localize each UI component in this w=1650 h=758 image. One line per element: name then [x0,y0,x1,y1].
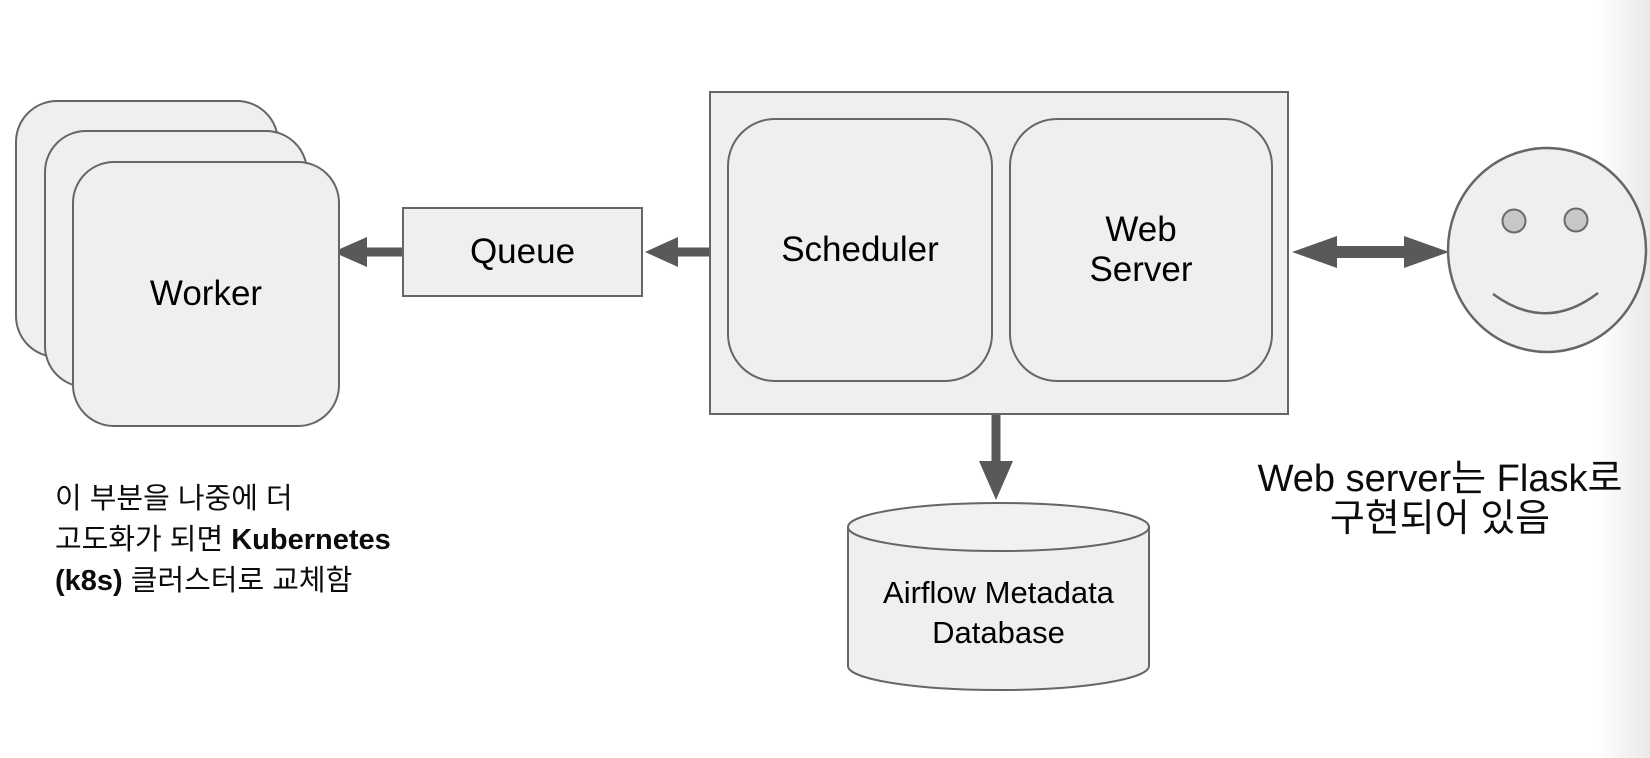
annotation-line3-bold: (k8s) [55,565,123,597]
page-right-shade [1598,0,1650,758]
annotation-kubernetes-line2: 고도화가 되면 Kubernetes [55,520,475,561]
arrow-container-to-database-icon [979,415,1013,500]
scheduler-label: Scheduler [781,230,939,269]
smiley-head [1446,146,1648,354]
annotation-line3-normal: 클러스터로 교체함 [122,565,353,597]
database-cylinder [847,502,1150,691]
annotation-line2-normal: 고도화가 되면 [55,524,232,556]
smiley-eye-left [1501,208,1527,234]
worker-card-front: Worker [72,161,340,427]
database-label: Airflow Metadata Database [848,573,1149,653]
smiley-eye-right [1563,207,1589,233]
annotation-flask-line1: Web server는 Flask로 [1257,458,1623,500]
annotation-kubernetes-line1: 이 부분을 나중에 더 [55,483,293,515]
user-smiley-icon [1446,146,1648,354]
smiley-mouth [1492,292,1599,315]
worker-label: Worker [149,274,263,313]
database-label-line1: Airflow Metadata [883,575,1114,610]
annotation-kubernetes-line3: (k8s) 클러스터로 교체함 [55,561,475,602]
arrow-container-to-queue-icon [645,237,709,267]
queue-node: Queue [402,207,643,297]
queue-label: Queue [469,232,576,271]
arrow-webserver-user-bidirectional-icon [1292,236,1449,268]
database-label-line2: Database [932,615,1065,650]
arrow-queue-to-worker-icon [333,237,402,267]
annotation-kubernetes-note: 이 부분을 나중에 더 고도화가 되면 Kubernetes (k8s) 클러스… [55,479,475,602]
annotation-flask-line2: 구현되어 있음 [1329,498,1551,540]
annotation-line2-bold: Kubernetes [231,524,391,556]
annotation-flask-note: Web server는 Flask로 구현되어 있음 [1255,459,1625,539]
webserver-node: Web Server [1009,118,1273,382]
webserver-label: Web Server [1089,210,1193,289]
scheduler-node: Scheduler [727,118,993,382]
